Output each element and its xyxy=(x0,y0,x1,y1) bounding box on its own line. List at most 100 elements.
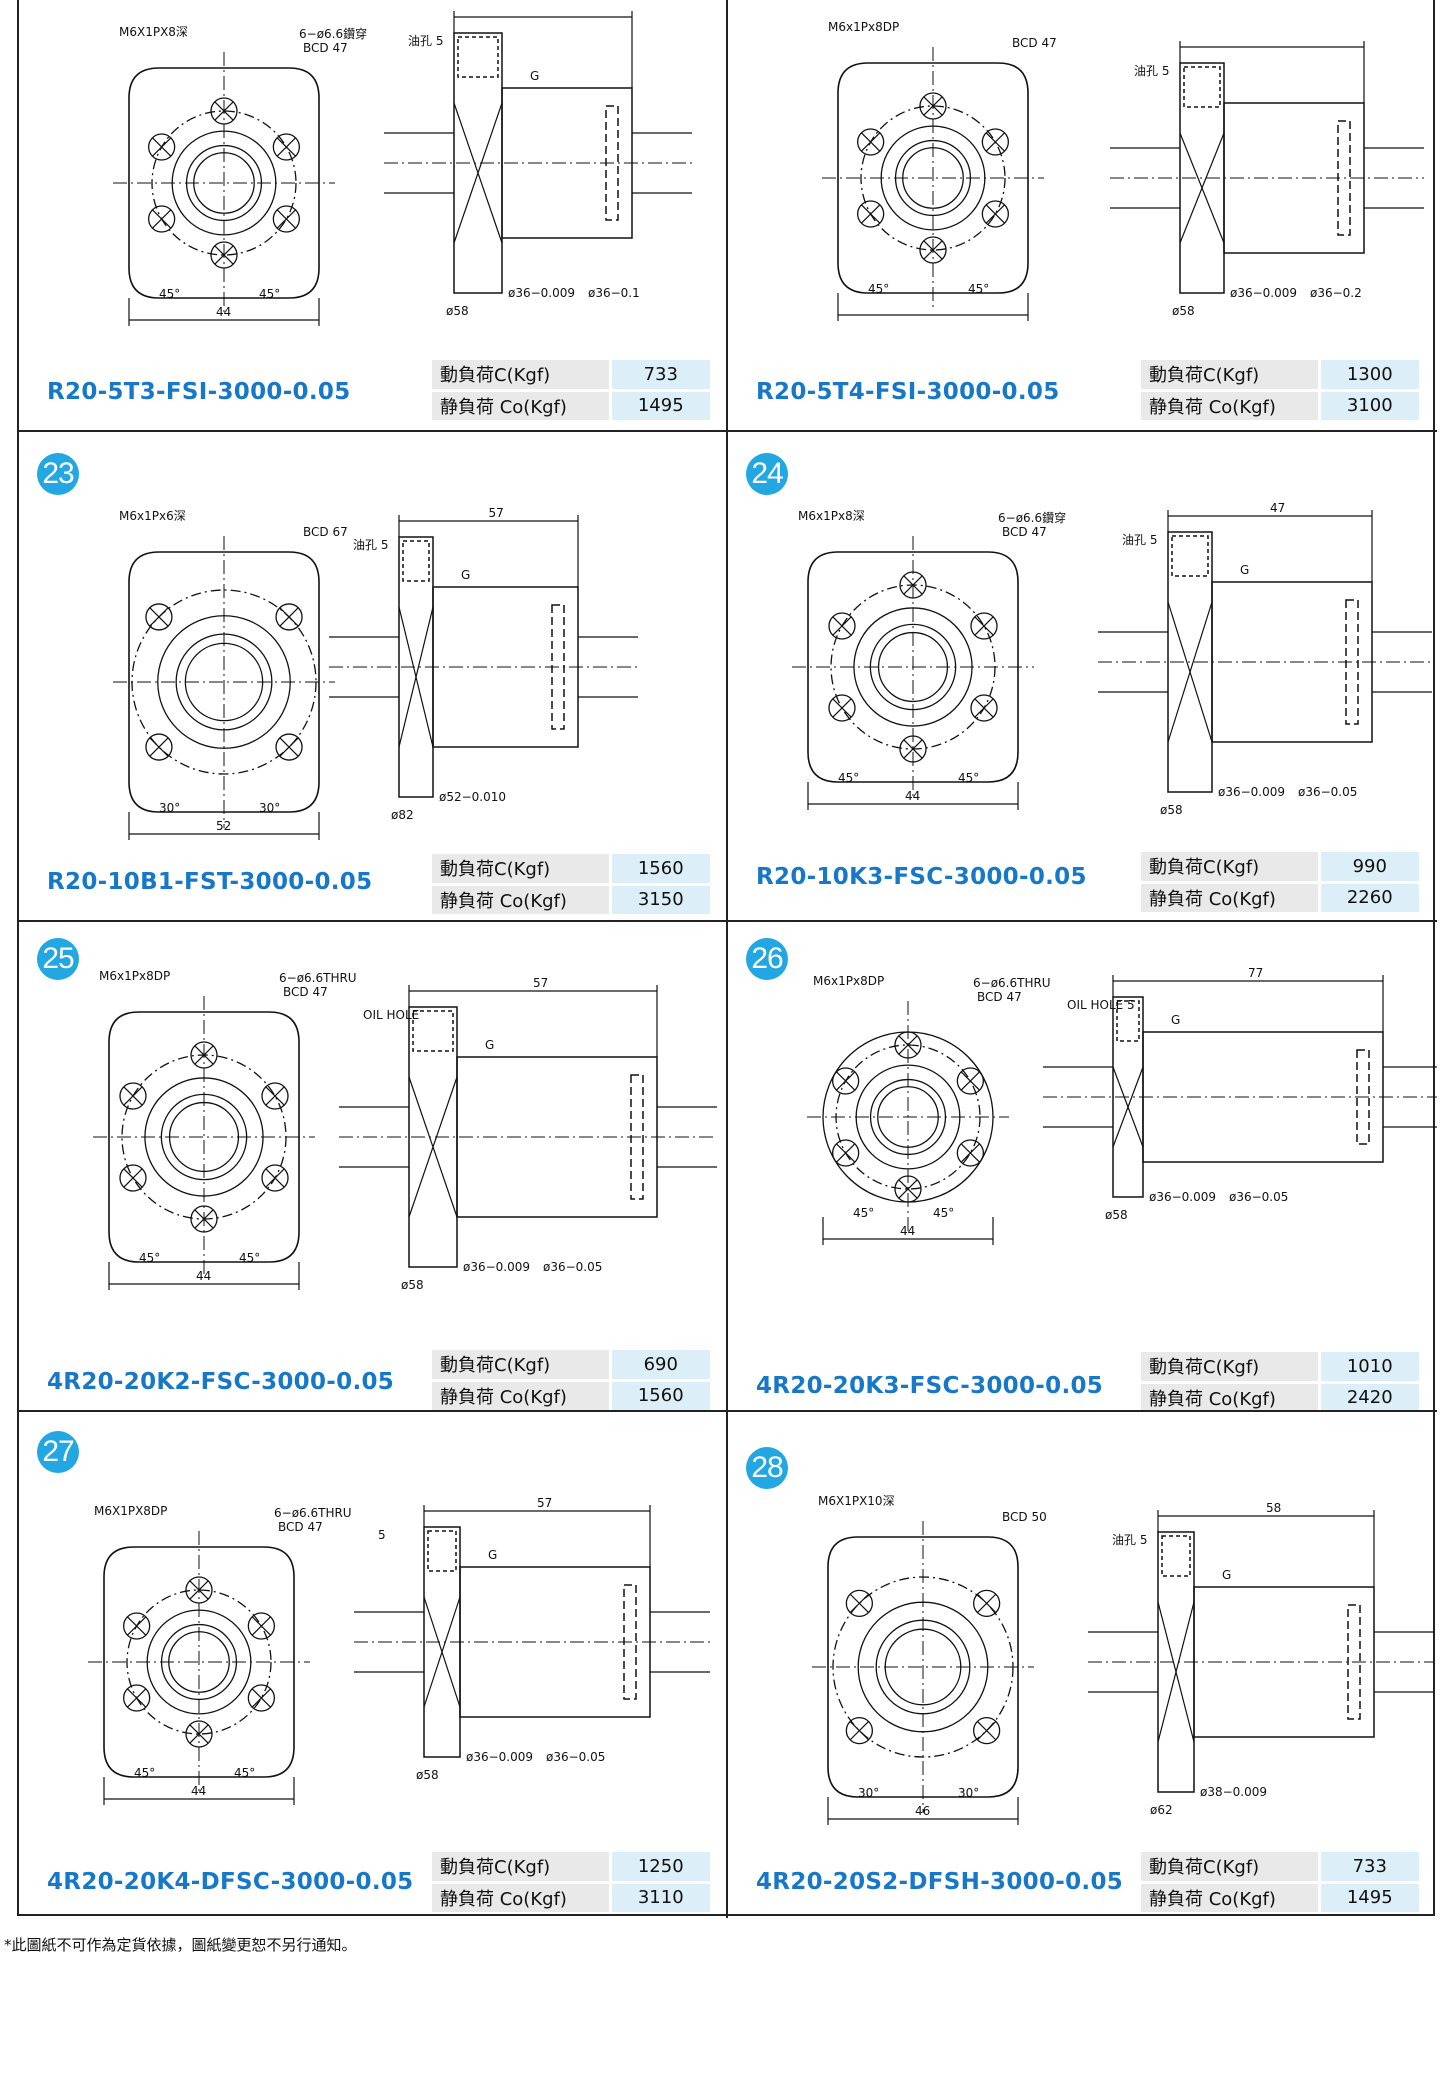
dynamic-load-value: 733 xyxy=(610,360,710,392)
bolt-hole xyxy=(845,1716,874,1745)
bolt-hole xyxy=(122,1684,151,1712)
outline xyxy=(985,204,1005,224)
dimension-label: ø36−0.05 xyxy=(546,1750,605,1764)
outline xyxy=(251,1616,271,1636)
dynamic-load-value: 1300 xyxy=(1319,360,1419,392)
outline xyxy=(977,1721,997,1741)
bolt-hole xyxy=(972,1589,1001,1618)
shaft-outline xyxy=(168,1101,240,1173)
outline xyxy=(149,607,169,627)
dimension-label: 45° xyxy=(853,1206,874,1220)
dynamic-load-label: 動負荷C(Kgf) xyxy=(432,1350,612,1382)
static-load-value: 3150 xyxy=(610,884,710,914)
dimension-label: ø58 xyxy=(1172,304,1195,318)
dimension-label: 45° xyxy=(239,1251,260,1265)
dimension-label: 44 xyxy=(900,1224,915,1238)
oil-hole xyxy=(1183,66,1221,108)
dimension-label: 52 xyxy=(216,819,231,833)
outline xyxy=(423,1596,461,1708)
dimension-label: G xyxy=(530,69,539,83)
nut-body-side xyxy=(1193,1586,1375,1738)
flange-outline xyxy=(837,62,1029,294)
bolt-hole xyxy=(899,571,927,599)
dimension-label: ø36−0.05 xyxy=(1298,785,1357,799)
nut-body-side xyxy=(1142,1031,1384,1163)
dimension-label: ø58 xyxy=(446,304,469,318)
outline xyxy=(149,737,169,757)
bolt-hole xyxy=(119,1082,147,1110)
static-load-value: 1495 xyxy=(1319,1882,1419,1912)
outline xyxy=(977,1593,997,1613)
dimension-label: 45° xyxy=(259,287,280,301)
load-rating-table: 動負荷C(Kgf)1010 静負荷 Co(Kgf)2420 xyxy=(1141,1352,1419,1410)
dimension-label: BCD 47 xyxy=(1012,36,1057,50)
bolt-hole xyxy=(119,1164,147,1192)
outline xyxy=(279,737,299,757)
bolt-hole xyxy=(261,1082,289,1110)
bolt-hole xyxy=(275,733,303,761)
outline xyxy=(861,132,881,152)
flange-outline xyxy=(103,1546,295,1778)
static-load-value: 3100 xyxy=(1319,390,1419,420)
item-number-badge: 27 xyxy=(37,1431,79,1473)
dynamic-load-label: 動負荷C(Kgf) xyxy=(432,854,612,886)
dimension-label: 6−ø6.6THRU xyxy=(973,976,1051,990)
dimension-label: M6x1Px8深 xyxy=(798,509,865,523)
outline xyxy=(251,1688,271,1708)
bolt-hole xyxy=(856,128,885,156)
outline xyxy=(276,137,296,157)
outline xyxy=(194,1045,214,1065)
dimension-label: 5 xyxy=(378,1528,386,1542)
oil-hole xyxy=(412,1010,454,1052)
bolt-hole xyxy=(828,612,856,640)
dynamic-load-label: 動負荷C(Kgf) xyxy=(1141,852,1321,884)
oil-hole xyxy=(1171,535,1209,577)
static-load-label: 静負荷 Co(Kgf) xyxy=(1141,390,1321,420)
dimension-label: M6X1PX8深 xyxy=(119,25,188,39)
outline xyxy=(189,1724,209,1744)
outline xyxy=(123,1086,143,1106)
outline xyxy=(279,607,299,627)
dimension-label: ø36−0.05 xyxy=(1229,1190,1288,1204)
outline xyxy=(923,96,943,116)
bolt-hole xyxy=(831,1067,860,1095)
dimension-label: 44 xyxy=(191,1784,206,1798)
dimension-label: OIL HOLE xyxy=(363,1008,419,1022)
dimension-label: 油孔 5 xyxy=(408,34,443,48)
bolt-hole xyxy=(190,1041,218,1069)
load-rating-table: 動負荷C(Kgf)690 静負荷 Co(Kgf)1560 xyxy=(432,1350,710,1410)
outline xyxy=(974,698,994,718)
hidden-edge xyxy=(623,1584,637,1700)
dimension-label: M6X1PX8DP xyxy=(94,1504,167,1518)
static-load-label: 静負荷 Co(Kgf) xyxy=(432,1380,612,1410)
outline xyxy=(127,1688,147,1708)
bolt-hole xyxy=(956,1067,985,1095)
bolt-hole xyxy=(828,694,856,722)
bolt-circle xyxy=(860,105,1006,251)
dimension-label: ø36−0.009 xyxy=(1230,286,1297,300)
static-load-label: 静負荷 Co(Kgf) xyxy=(432,884,612,914)
static-load-label: 静負荷 Co(Kgf) xyxy=(1141,882,1321,912)
load-rating-table: 動負荷C(Kgf)1560 静負荷 Co(Kgf)3150 xyxy=(432,854,710,914)
bolt-hole xyxy=(972,1716,1001,1745)
dimension-label: 57 xyxy=(537,1496,552,1510)
dynamic-load-label: 動負荷C(Kgf) xyxy=(432,1852,612,1884)
bolt-hole xyxy=(894,1175,922,1203)
dimension-label: 45° xyxy=(134,1766,155,1780)
outline xyxy=(123,1168,143,1188)
outline xyxy=(194,1209,214,1229)
flange-outline xyxy=(108,1011,300,1263)
dimension-label: 油孔 5 xyxy=(353,538,388,552)
dimension-label: 46 xyxy=(915,1804,930,1818)
bolt-hole xyxy=(919,236,947,264)
outline xyxy=(398,606,434,748)
nut-body-side xyxy=(1211,581,1373,743)
model-number: 4R20-20S2-DFSH-3000-0.05 xyxy=(756,1869,1124,1895)
dynamic-load-value: 733 xyxy=(1319,1852,1419,1884)
